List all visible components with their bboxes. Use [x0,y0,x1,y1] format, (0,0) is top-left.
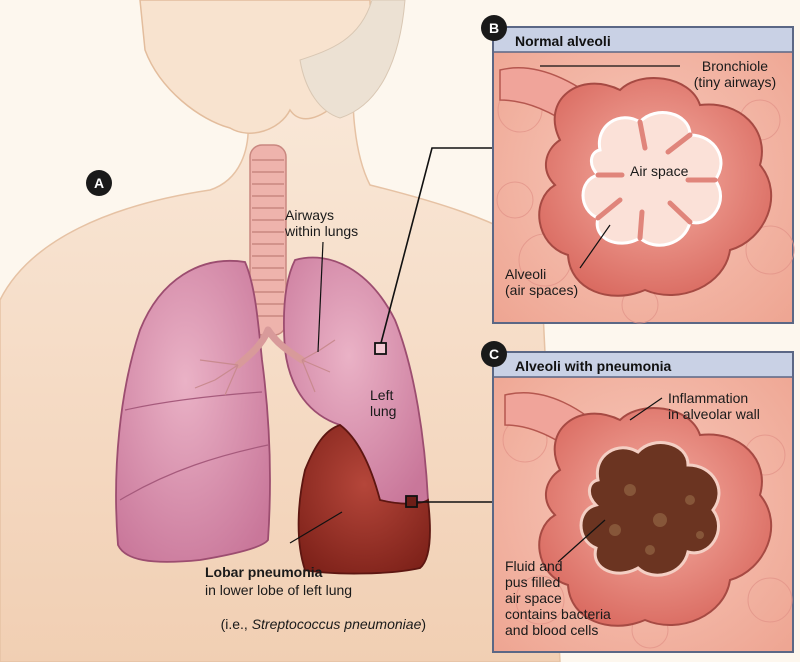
label-left-lung: Left lung [370,387,396,419]
label-fluid: Fluid and pus filled air space contains … [505,558,611,638]
label-air-space: Air space [630,163,688,179]
label-lobar-example: (i.e., Streptococcus pneumoniae) [205,600,426,648]
label-lobar-title: Lobar pneumonia [205,564,322,580]
label-inflammation: Inflammation in alveolar wall [668,390,760,422]
label-lobar-paren-open: (i.e., [221,616,252,632]
panel-title-normal: Normal alveoli [515,33,611,49]
label-airways: Airways within lungs [285,207,358,239]
label-lobar-paren-close: ) [421,616,426,632]
badge-b: B [481,15,507,41]
label-bronchiole: Bronchiole (tiny airways) [680,58,790,90]
label-lobar-species: Streptococcus pneumoniae [252,616,422,632]
zoom-marker-normal [375,343,386,354]
zoom-marker-pneumonia [406,496,417,507]
badge-a: A [86,170,112,196]
label-alveoli: Alveoli (air spaces) [505,266,578,298]
panel-title-pneumonia: Alveoli with pneumonia [515,358,671,374]
label-lobar-sub: in lower lobe of left lung [205,582,352,598]
badge-c: C [481,341,507,367]
